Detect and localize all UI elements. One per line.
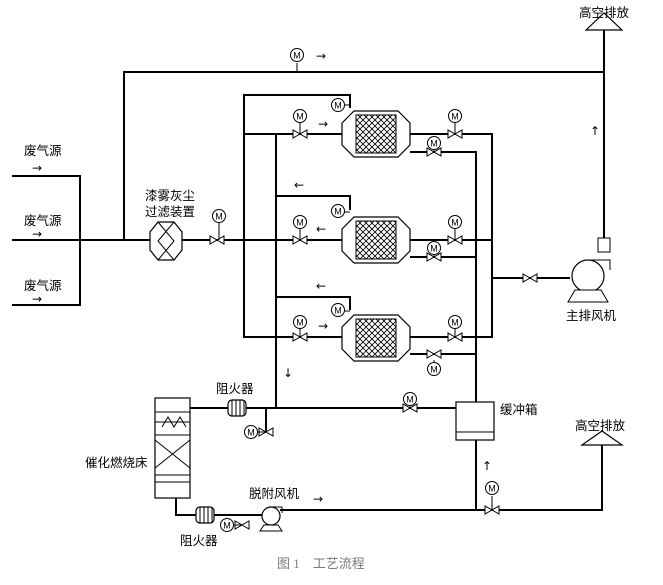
arrow-up-icon: ↑ — [482, 459, 492, 473]
waste-gas-sources: 废气源 → 废气源 → 废气源 → — [24, 143, 62, 306]
desorption-fan-label: 脱附风机 — [249, 486, 300, 501]
fan-icon — [261, 506, 281, 526]
arrow-right-icon: → — [32, 292, 42, 306]
source-label-3: 废气源 — [24, 278, 62, 293]
flame-arrester-bottom-label: 阻火器 — [180, 534, 218, 548]
fan-icon — [571, 259, 605, 293]
adsorption-bed-icon — [341, 314, 411, 362]
main-exhaust-fan: 主排风机 — [566, 237, 617, 323]
valve-icon — [522, 273, 538, 283]
catalytic-bed-label: 催化燃烧床 — [85, 455, 148, 470]
flame-arrester-bottom: 阻火器 — [180, 506, 218, 548]
valve-icon — [426, 349, 442, 359]
exhaust-bottom-label: 高空排放 — [575, 418, 626, 433]
exhaust-stack-bottom: 高空排放 — [575, 418, 626, 446]
flame-arrester-icon — [195, 506, 215, 524]
adsorption-bed-2 — [341, 216, 411, 264]
exhaust-stack-top: 高空排放 — [579, 5, 630, 31]
exhaust-stack-icon — [580, 430, 624, 446]
buffer-tank-label: 缓冲箱 — [500, 402, 538, 417]
arrow-left-icon: ← — [294, 178, 304, 192]
filter-label-line1: 漆雾灰尘 — [145, 188, 195, 203]
pipe-network — [12, 30, 605, 516]
valve-icon — [209, 235, 225, 245]
exhaust-top-label: 高空排放 — [579, 5, 630, 20]
source-label-1: 废气源 — [24, 143, 62, 158]
motor-actuators — [212, 48, 499, 532]
arrow-right-icon: → — [313, 492, 323, 506]
adsorption-bed-icon — [341, 110, 411, 158]
source-label-2: 废气源 — [24, 213, 62, 228]
figure-caption: 图 1 工艺流程 — [277, 556, 365, 571]
arrow-right-icon: → — [32, 227, 42, 241]
arrow-left-icon: ← — [316, 279, 326, 293]
filter-icon — [149, 221, 183, 261]
catalytic-combustion-bed: 催化燃烧床 — [85, 397, 191, 499]
adsorption-bed-icon — [341, 216, 411, 264]
arrow-down-icon: ↓ — [283, 366, 293, 380]
adsorption-bed-3 — [341, 314, 411, 362]
desorption-fan: 脱附风机 — [249, 486, 300, 532]
flame-arrester-top-label: 阻火器 — [216, 382, 254, 396]
paint-mist-filter: 漆雾灰尘 过滤装置 — [145, 188, 195, 261]
arrow-right-icon: → — [318, 319, 328, 333]
arrow-up-icon: ↑ — [590, 124, 600, 138]
flow-arrows: → → ← ← ← → ↑ ↓ ↑ → — [283, 49, 600, 506]
arrow-right-icon: → — [32, 161, 42, 175]
adsorption-bed-1 — [341, 110, 411, 158]
arrow-right-icon: → — [316, 49, 326, 63]
arrow-right-icon: → — [318, 117, 328, 131]
arrow-left-icon: ← — [316, 222, 326, 236]
flame-arrester-top: 阻火器 — [216, 382, 254, 417]
buffer-tank: 缓冲箱 — [455, 401, 538, 441]
main-fan-label: 主排风机 — [566, 309, 617, 323]
flame-arrester-icon — [227, 399, 247, 417]
filter-label-line2: 过滤装置 — [145, 205, 195, 219]
